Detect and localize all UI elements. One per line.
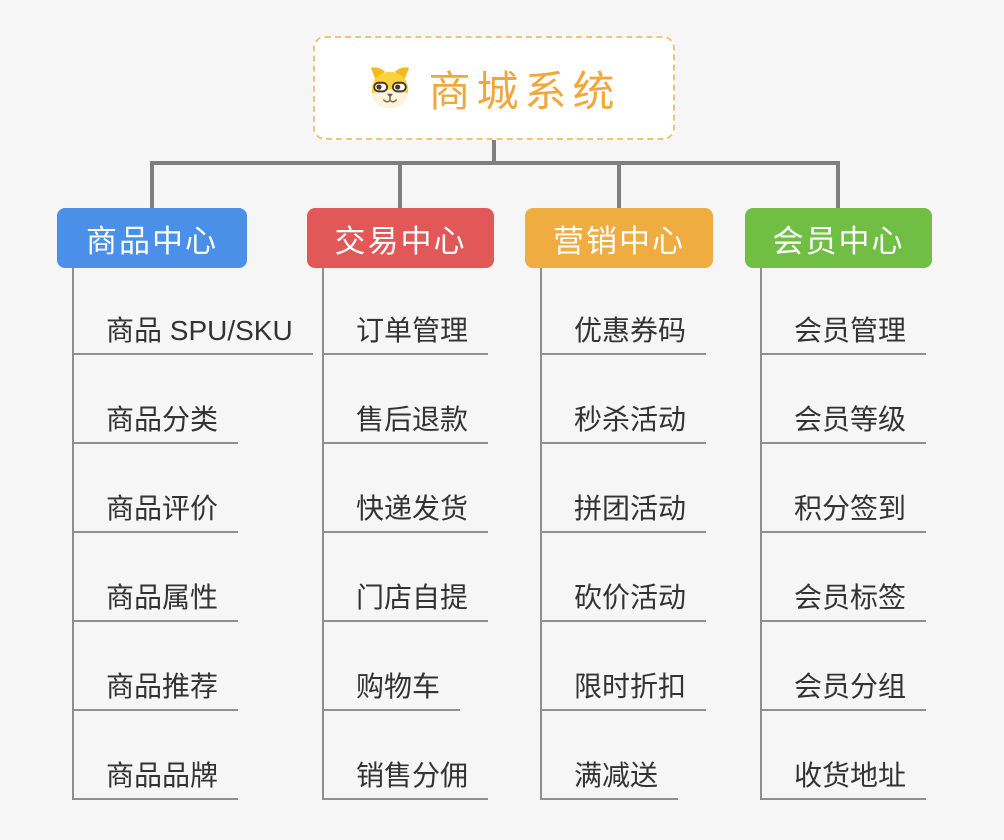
child-node[interactable]: 购物车	[322, 670, 461, 711]
child-node[interactable]: 商品属性	[72, 581, 239, 622]
child-node[interactable]: 会员标签	[760, 581, 927, 622]
child-node[interactable]: 商品推荐	[72, 670, 239, 711]
branch-child-connector-line	[760, 268, 762, 800]
branch-label: 会员中心	[772, 223, 905, 259]
child-node[interactable]: 会员分组	[760, 670, 927, 711]
child-node[interactable]: 商品评价	[72, 492, 239, 533]
branch-bus-line	[150, 161, 840, 165]
child-node[interactable]: 商品 SPU/SKU	[72, 314, 313, 355]
child-node[interactable]: 快递发货	[322, 492, 489, 533]
branch-connector-stub	[617, 161, 621, 208]
branch-connector-stub	[836, 161, 840, 208]
child-node[interactable]: 收货地址	[760, 759, 927, 800]
child-node[interactable]: 商品品牌	[72, 759, 239, 800]
child-node[interactable]: 销售分佣	[322, 759, 489, 800]
branch-connector-stub	[398, 161, 402, 208]
child-node[interactable]: 订单管理	[322, 314, 489, 355]
branch-node-marketing-center[interactable]: 营销中心	[525, 208, 713, 268]
child-node[interactable]: 限时折扣	[540, 670, 707, 711]
branch-child-connector-line	[72, 268, 74, 800]
child-node[interactable]: 秒杀活动	[540, 403, 707, 444]
child-node[interactable]: 门店自提	[322, 581, 489, 622]
dog-face-icon	[371, 67, 410, 109]
child-node[interactable]: 拼团活动	[540, 492, 707, 533]
branch-node-product-center[interactable]: 商品中心	[57, 208, 247, 268]
child-node[interactable]: 优惠券码	[540, 314, 707, 355]
child-node[interactable]: 售后退款	[322, 403, 489, 444]
child-node[interactable]: 会员等级	[760, 403, 927, 444]
branch-column-member-center: 会员中心会员管理会员等级积分签到会员标签会员分组收货地址	[745, 208, 932, 800]
root-connector-stub	[492, 140, 496, 163]
branch-label: 交易中心	[334, 223, 467, 259]
root-node-title: 商城系统	[428, 67, 621, 115]
branch-column-trade-center: 交易中心订单管理售后退款快递发货门店自提购物车销售分佣	[307, 208, 494, 800]
branch-node-trade-center[interactable]: 交易中心	[307, 208, 494, 268]
child-node[interactable]: 商品分类	[72, 403, 239, 444]
child-node[interactable]: 积分签到	[760, 492, 927, 533]
branch-connector-stub	[150, 161, 154, 208]
branch-label: 商品中心	[86, 223, 218, 259]
branch-column-marketing-center: 营销中心优惠券码秒杀活动拼团活动砍价活动限时折扣满减送	[525, 208, 713, 800]
branch-node-member-center[interactable]: 会员中心	[745, 208, 932, 268]
root-node[interactable]: 商城系统	[313, 36, 675, 140]
branch-child-connector-line	[322, 268, 324, 800]
child-node[interactable]: 会员管理	[760, 314, 927, 355]
branch-child-connector-line	[540, 268, 542, 800]
child-node[interactable]: 砍价活动	[540, 581, 707, 622]
branch-column-product-center: 商品中心商品 SPU/SKU 商品分类商品评价商品属性商品推荐商品品牌	[57, 208, 313, 800]
branch-label: 营销中心	[553, 223, 685, 259]
child-node[interactable]: 满减送	[540, 759, 679, 800]
